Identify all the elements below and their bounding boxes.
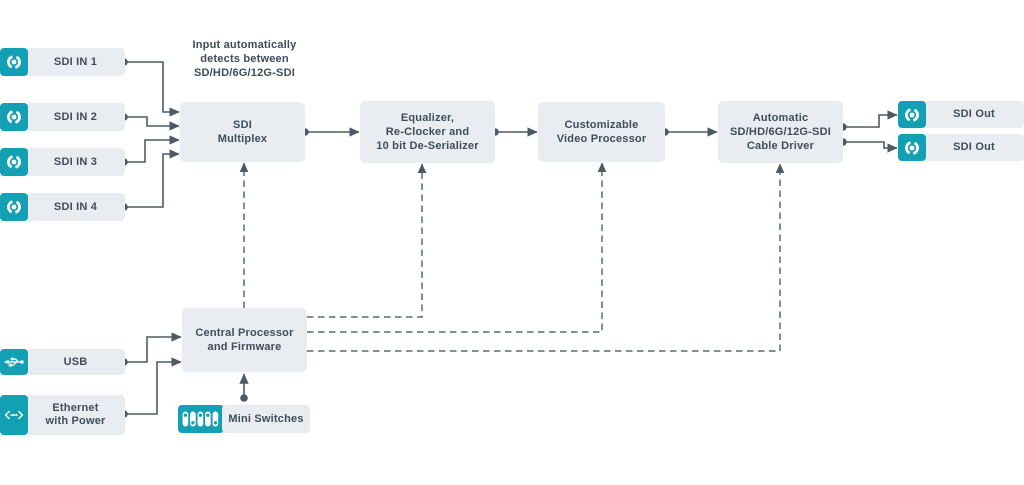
block-sdi-multiplex: SDI Multiplex [180,102,305,162]
output-label: SDI Out [924,134,1024,161]
block-label-line: Automatic [752,112,809,124]
sdi-connector-icon [0,48,28,76]
ethernet-icon [0,395,28,435]
peripheral-ethernet: Ethernet with Power [0,395,125,435]
wire-sdi-in-2 [124,116,180,131]
ethernet-label-line: Ethernet [52,402,99,414]
annotation-line: Input automatically [192,39,297,51]
block-label-line: Re-Clocker and [385,126,470,138]
sdi-connector-icon [898,134,926,161]
output-sdi-out-1: SDI Out [898,101,1024,128]
block-label-line: Multiplex [217,133,268,145]
dashed-control-wires [239,162,785,352]
usb-icon [0,349,28,375]
block-equalizer-reclocker: Equalizer, Re-Clocker and 10 bit De-Seri… [360,101,495,163]
ethernet-label-line: with Power [45,415,106,427]
mini-switches-label: Mini Switches [222,405,310,433]
block-label-line: Cable Driver [746,140,815,152]
wire-usb-to-cpu [124,332,182,363]
sdi-connector-icon [0,103,28,131]
wire-cpu-to-driver [307,163,785,352]
wire-sdi-in-4 [124,149,180,208]
annotation-line: SD/HD/6G/12G-SDI [193,67,295,79]
block-label-line: 10 bit De-Serializer [376,140,479,152]
block-label-line: Video Processor [556,133,647,145]
input-sdi-in-1: SDI IN 1 [0,48,125,76]
sdi-connector-icon [0,148,28,176]
block-label-line: Customizable [564,119,639,131]
wire-cpu-to-equalizer [307,163,427,318]
wire-sdi-in-1 [124,61,180,117]
wire-cpu-to-processor [307,162,607,333]
block-label-line: Equalizer, [400,112,455,124]
input-label: SDI IN 3 [26,148,125,176]
sdi-connector-icon [0,193,28,221]
input-label: SDI IN 1 [26,48,125,76]
usb-label: USB [26,349,125,375]
wire-driver-to-out-2 [843,141,898,153]
dip-switches-icon [178,405,224,433]
input-label: SDI IN 4 [26,193,125,221]
input-sdi-in-2: SDI IN 2 [0,103,125,131]
input-label: SDI IN 2 [26,103,125,131]
wire-driver-to-out-1 [843,110,898,128]
input-sdi-in-3: SDI IN 3 [0,148,125,176]
wire-sdi-in-3 [124,135,180,163]
ethernet-label: Ethernet with Power [26,395,125,435]
block-central-processor: Central Processor and Firmware [182,308,307,372]
block-label-line: SDI [233,119,252,131]
sdi-connector-icon [898,101,926,128]
wire-ethernet-to-cpu [124,357,182,415]
output-sdi-out-2: SDI Out [898,134,1024,161]
block-video-processor: Customizable Video Processor [538,102,665,162]
output-label: SDI Out [924,101,1024,128]
peripheral-usb: USB [0,349,125,375]
block-cable-driver: Automatic SD/HD/6G/12G-SDI Cable Driver [718,101,843,163]
block-label-line: SD/HD/6G/12G-SDI [729,126,831,138]
block-label-line: and Firmware [207,341,282,353]
annotation-line: detects between [200,53,289,65]
input-sdi-in-4: SDI IN 4 [0,193,125,221]
input-detect-annotation: Input automatically detects between SD/H… [172,38,317,80]
block-label-line: Central Processor [195,327,294,339]
